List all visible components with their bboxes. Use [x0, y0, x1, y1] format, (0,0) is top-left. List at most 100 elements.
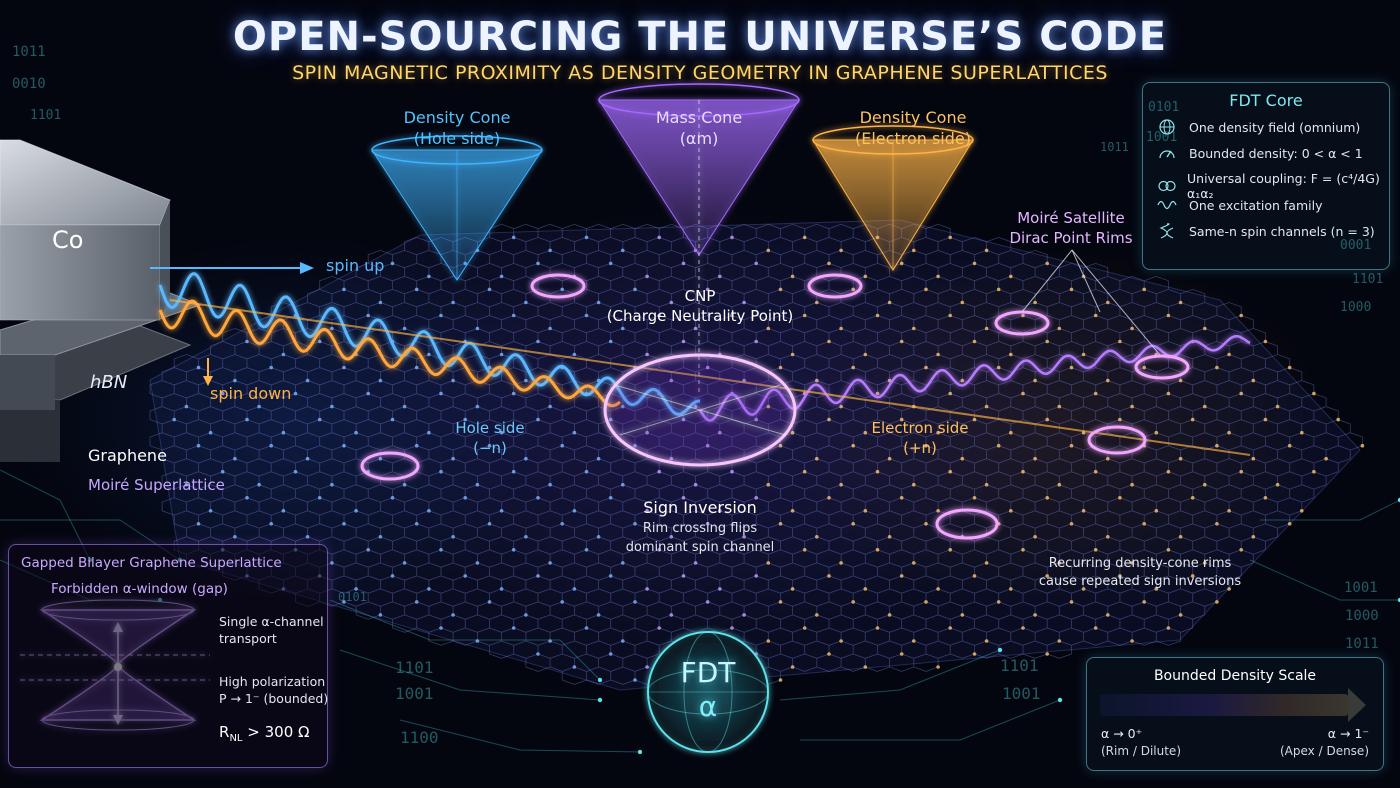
lattice-node: [948, 548, 952, 552]
moire-satellite-label: Moiré Satellite Dirac Point Rims: [996, 208, 1146, 248]
lattice-node: [536, 652, 540, 656]
lattice-node: [245, 496, 249, 500]
lattice-node: [414, 522, 419, 526]
lattice-node: [451, 613, 455, 617]
lattice-node: [245, 339, 249, 344]
lattice-node: [851, 522, 855, 526]
lattice-node: [1045, 496, 1049, 500]
lattice-node: [1106, 535, 1110, 539]
lattice-node: [851, 287, 855, 292]
lattice-node: [330, 482, 334, 487]
lattice-node: [584, 548, 589, 552]
lattice-node: [487, 443, 492, 448]
lattice-node: [718, 274, 722, 279]
lattice-node: [560, 522, 564, 526]
scale-title: Bounded Density Scale: [1153, 668, 1317, 684]
recurring-rims-line1: Recurring density-cone rims: [1048, 556, 1232, 571]
hole-cone-title: Density Cone: [403, 108, 511, 127]
lattice-node: [936, 352, 940, 357]
lattice-node: [487, 287, 492, 292]
lattice-node: [681, 339, 686, 344]
hbn-label: hBN: [90, 372, 128, 393]
lattice-node: [172, 417, 176, 422]
lattice-node: [1190, 417, 1195, 422]
hole-cone-subtitle: (Hole side): [413, 129, 501, 148]
circuit-trace: [779, 649, 1001, 701]
lattice-node: [766, 248, 771, 253]
lattice-node: [1045, 417, 1049, 422]
lattice-node: [1009, 352, 1013, 357]
lattice-node: [390, 417, 395, 422]
binary-digits: 1001: [1146, 130, 1178, 145]
lattice-node: [827, 261, 831, 266]
circuit-trace: [1260, 499, 1400, 521]
binary-digits: 1011: [12, 44, 46, 60]
lattice-node: [863, 509, 868, 513]
lattice-node: [511, 313, 516, 318]
cnp-label: CNP (Charge Neutrality Point): [600, 286, 800, 326]
lattice-node: [1142, 600, 1146, 604]
lattice-node: [475, 482, 480, 487]
binary-digits: 0001: [1340, 238, 1372, 253]
lattice-node: [948, 235, 952, 240]
lattice-node: [233, 535, 237, 539]
lattice-node: [875, 313, 880, 318]
lattice-node: [1009, 587, 1013, 591]
lattice-node: [342, 522, 346, 526]
binary-digits: 0101: [338, 590, 367, 604]
lattice-node: [560, 443, 564, 448]
core-item-text: One excitation family: [1189, 197, 1323, 213]
lattice-node: [233, 378, 237, 383]
lattice-node: [596, 456, 601, 461]
core-item-0: One density field (omnium): [1157, 119, 1360, 135]
hole-side-title: Hole side: [455, 419, 525, 437]
lattice-node: [996, 443, 1001, 448]
lattice-node: [1009, 430, 1013, 435]
lattice-node: [317, 496, 322, 500]
lattice-node: [511, 235, 516, 240]
lattice-node: [730, 626, 734, 630]
lattice-node: [1178, 456, 1183, 461]
high-polarization-note: High polarization P → 1⁻ (bounded): [219, 673, 328, 707]
lattice-node: [1033, 613, 1037, 617]
lattice-node: [693, 561, 698, 565]
circuit-node: [637, 749, 643, 755]
scale-left-note: (Rim / Dilute): [1101, 744, 1181, 758]
lattice-node: [608, 261, 613, 266]
gapped-bilayer-panel: Gapped Bilayer Graphene Superlattice For…: [8, 544, 328, 768]
lattice-node: [1045, 652, 1049, 656]
lattice-node: [972, 261, 977, 266]
lattice-node: [1106, 378, 1110, 383]
lattice-node: [499, 587, 504, 591]
lattice-node: [378, 300, 383, 305]
lattice-node: [802, 626, 807, 630]
mass-cone-subtitle: (αm): [679, 129, 719, 148]
lattice-node: [1081, 352, 1086, 357]
lattice-node: [1154, 430, 1159, 435]
lattice-node: [1081, 587, 1086, 591]
circuit-trace: [339, 649, 601, 701]
lattice-node: [1166, 626, 1171, 630]
spin-up-arrowhead: [300, 262, 314, 274]
globe-icon: [1157, 119, 1179, 135]
lattice-node: [1130, 482, 1134, 487]
lattice-node: [305, 378, 310, 383]
fdt-badge-alpha: α: [698, 690, 718, 723]
lattice-node: [560, 600, 564, 604]
lattice-node: [342, 443, 346, 448]
lattice-node: [887, 613, 892, 617]
electron-cone-subtitle: (Electron side): [855, 129, 971, 148]
lattice-node: [948, 469, 952, 474]
scale-right-value: α → 1⁻: [1327, 726, 1369, 741]
lattice-node: [511, 469, 516, 474]
lattice-node: [621, 561, 625, 565]
lattice-node: [887, 300, 892, 305]
lattice-node: [1287, 522, 1292, 526]
lattice-node: [1227, 430, 1231, 435]
lattice-node: [1057, 639, 1062, 643]
lattice-node: [633, 600, 637, 604]
binary-digits: 1101: [1352, 272, 1384, 287]
lattice-node: [608, 496, 613, 500]
lattice-node: [936, 430, 940, 435]
lattice-node: [184, 482, 189, 487]
